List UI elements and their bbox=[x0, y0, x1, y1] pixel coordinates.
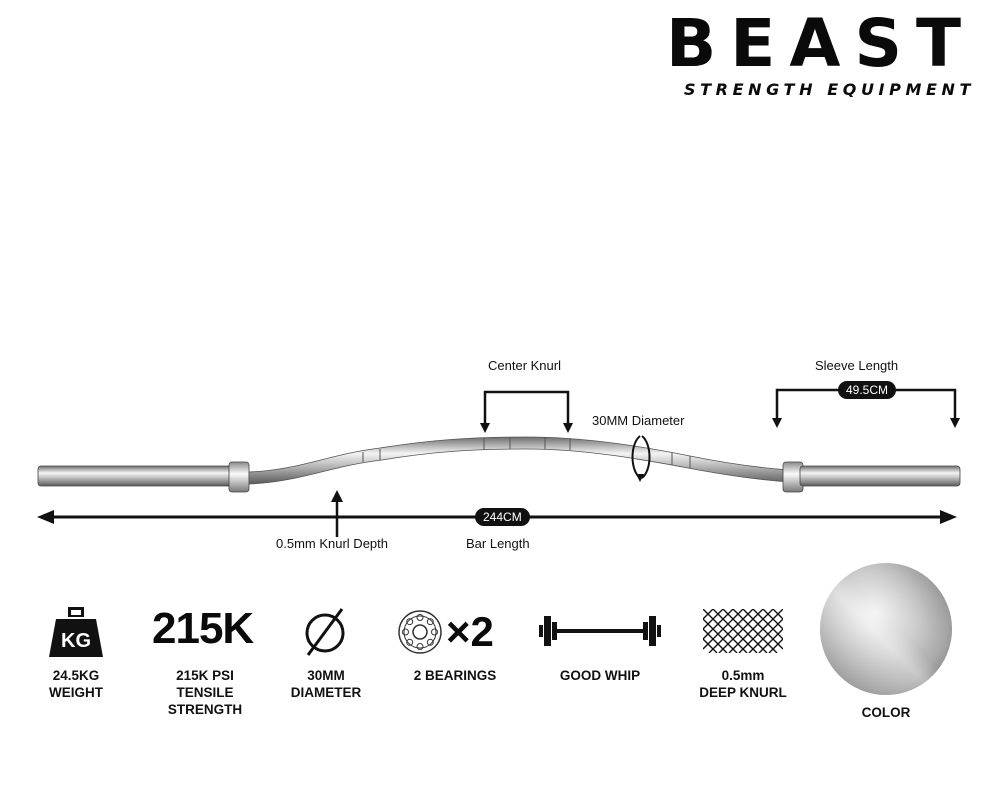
bearing-icon bbox=[398, 610, 442, 654]
sleeve-length-value: 49.5CM bbox=[838, 381, 897, 399]
tensile-big-number: 215K bbox=[152, 604, 254, 653]
feature-tensile: 215K PSI TENSILE STRENGTH bbox=[150, 667, 260, 718]
brand-logo-text: BEAST bbox=[665, 5, 975, 82]
knurl-value: 0.5mm bbox=[721, 668, 765, 683]
feature-color: COLOR bbox=[826, 704, 946, 721]
left-sleeve bbox=[37, 465, 237, 487]
weight-kg-icon: KG bbox=[49, 607, 103, 657]
center-knurl-arrow-left bbox=[480, 423, 490, 433]
diameter-value: 30MM bbox=[307, 668, 345, 683]
feature-whip: GOOD WHIP bbox=[540, 667, 660, 684]
knurl-depth-label: 0.5mm Knurl Depth bbox=[276, 536, 388, 551]
tensile-caption-1: TENSILE bbox=[176, 685, 234, 700]
center-knurl-label: Center Knurl bbox=[488, 358, 561, 373]
barbell-diagram bbox=[37, 388, 961, 537]
bar-length-arrow-right bbox=[940, 510, 957, 524]
diameter-label: 30MM Diameter bbox=[592, 413, 685, 428]
weight-value: 24.5KG bbox=[52, 668, 100, 683]
right-sleeve bbox=[799, 465, 961, 487]
chrome-swatch-icon bbox=[820, 563, 952, 695]
feature-diameter: 30MM DIAMETER bbox=[276, 667, 376, 701]
whip-caption: GOOD WHIP bbox=[559, 668, 641, 683]
brand-tagline: STRENGTH EQUIPMENT bbox=[684, 80, 975, 99]
barbell-icon bbox=[539, 616, 661, 646]
rotation-arrow-head bbox=[636, 474, 644, 482]
diameter-symbol-icon bbox=[305, 608, 345, 656]
sleeve-arrow-left bbox=[772, 418, 782, 428]
color-caption: COLOR bbox=[861, 705, 911, 720]
left-collar bbox=[228, 461, 250, 493]
feature-bearings: 2 BEARINGS bbox=[395, 667, 515, 684]
bearings-multiplier: ×2 bbox=[446, 608, 494, 655]
bar-length-arrow-left bbox=[37, 510, 54, 524]
tensile-value: 215K PSI bbox=[176, 668, 234, 683]
weight-icon-text: KG bbox=[61, 630, 91, 652]
center-knurl-bracket bbox=[483, 390, 570, 425]
bar-length-label: Bar Length bbox=[466, 536, 530, 551]
ez-curl-shaft bbox=[248, 436, 791, 485]
feature-weight: 24.5KG WEIGHT bbox=[28, 667, 124, 701]
bar-length-value: 244CM bbox=[475, 508, 530, 526]
knurl-depth-arrow-head bbox=[331, 490, 343, 502]
weight-caption: WEIGHT bbox=[49, 685, 103, 700]
knurl-caption: DEEP KNURL bbox=[699, 685, 787, 700]
sleeve-arrow-right bbox=[950, 418, 960, 428]
feature-knurl: 0.5mm DEEP KNURL bbox=[683, 667, 803, 701]
diameter-caption: DIAMETER bbox=[290, 685, 362, 700]
sleeve-length-label: Sleeve Length bbox=[815, 358, 899, 373]
bearings-caption: 2 BEARINGS bbox=[413, 668, 497, 683]
center-knurl-arrow-right bbox=[563, 423, 573, 433]
knurl-marks bbox=[362, 437, 691, 468]
tensile-caption-2: STRENGTH bbox=[167, 702, 243, 717]
knurl-pattern-icon bbox=[703, 609, 783, 653]
